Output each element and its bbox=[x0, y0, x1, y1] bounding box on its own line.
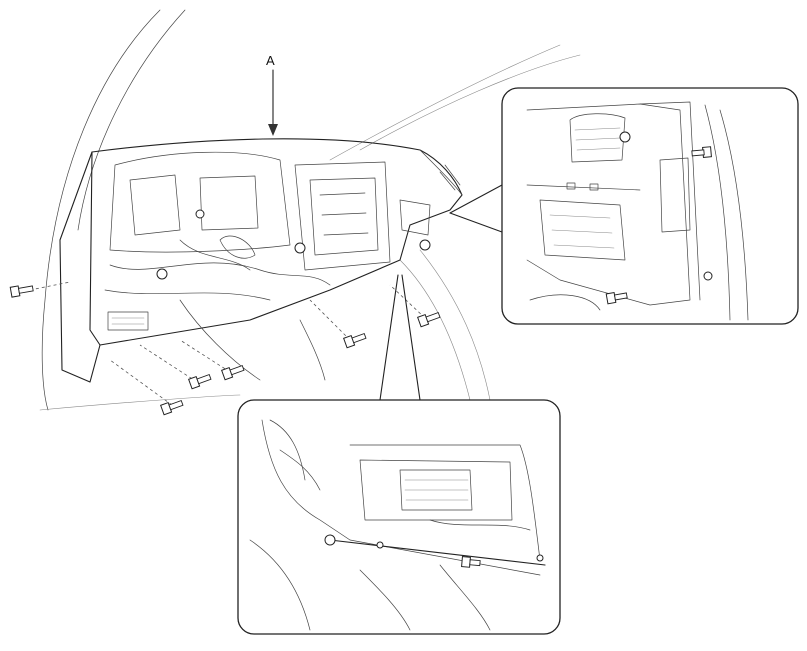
callout-label-a: A bbox=[266, 53, 275, 68]
inset2-bolt-4 bbox=[376, 541, 384, 549]
bolt-left bbox=[9, 285, 34, 298]
bolt-lower-4 bbox=[343, 332, 367, 349]
bolt-lower-2 bbox=[188, 373, 212, 390]
inset2-bolt-3 bbox=[536, 554, 544, 562]
bolt-face-3 bbox=[419, 239, 431, 251]
callout-arrow bbox=[268, 69, 278, 136]
bolts-main bbox=[9, 209, 441, 416]
inset2-bolt-1 bbox=[324, 534, 336, 546]
bolt-lower-5 bbox=[417, 311, 441, 328]
bolt-face-2 bbox=[294, 242, 306, 254]
bolt-face-4 bbox=[195, 209, 205, 219]
inset1-bolt-1 bbox=[619, 131, 631, 143]
inset-top-right bbox=[449, 87, 799, 325]
bolt-lower-3 bbox=[221, 364, 245, 381]
inset1-bolt-3 bbox=[605, 291, 628, 305]
crash-pad-assembly bbox=[59, 138, 463, 383]
inset1-bolt-2 bbox=[691, 146, 712, 158]
inset-bottom bbox=[237, 274, 561, 635]
bolt-face-1 bbox=[156, 268, 168, 280]
car-body-outline bbox=[39, 9, 581, 411]
inset2-bolt-2 bbox=[461, 556, 481, 568]
bolt-lower-1 bbox=[160, 399, 184, 416]
inset1-bolt-4 bbox=[703, 271, 713, 281]
